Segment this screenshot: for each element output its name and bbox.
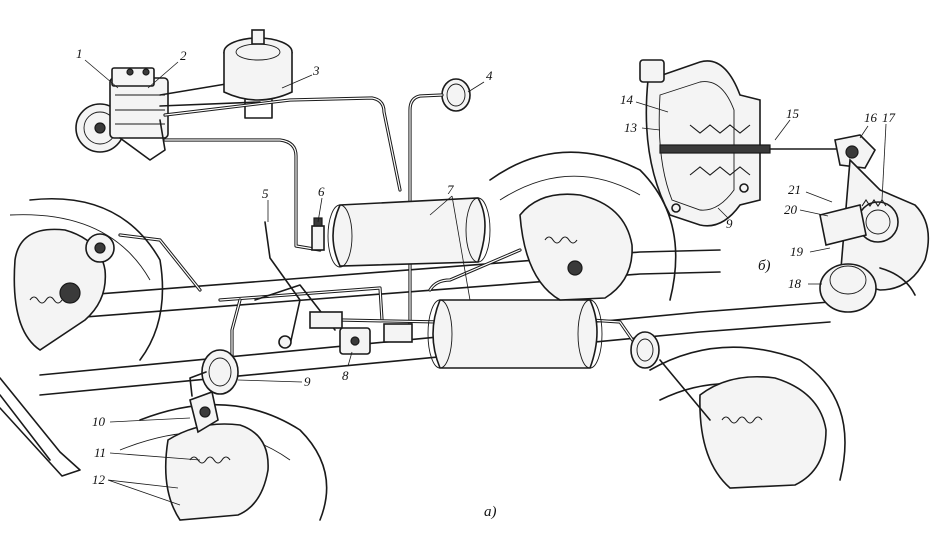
- pressure-gauge: [441, 78, 471, 112]
- callout-16: 16: [864, 110, 878, 125]
- callout-15: 15: [786, 106, 800, 121]
- brake-chamber-left: [189, 349, 239, 397]
- rear-wheel-left-top: [9, 198, 164, 361]
- brake-valve: [339, 323, 413, 355]
- callout-10: 10: [92, 414, 106, 429]
- callout-21: 21: [788, 182, 801, 197]
- callout-17: 17: [882, 110, 896, 125]
- reservoir-pump: [223, 29, 293, 119]
- brake-chamber-cutaway: [639, 59, 841, 227]
- chassis-frame: [0, 249, 831, 477]
- air-compressor: [75, 67, 169, 161]
- brake-chamber-right: [630, 331, 660, 369]
- caption-main-view: а): [484, 504, 497, 520]
- air-tank-lower: [427, 299, 603, 369]
- slack-adjuster-detail: [819, 134, 930, 313]
- wheel-right-top: [489, 151, 677, 301]
- callout-labels: 1 2 3 4 5 6 7 8 9 10 11 12 13 14 15 16 1…: [76, 46, 896, 487]
- callout-12: 12: [92, 472, 106, 487]
- callout-6: 6: [318, 184, 325, 199]
- callout-2: 2: [180, 48, 187, 63]
- callout-14: 14: [620, 92, 634, 107]
- callout-1: 1: [76, 46, 83, 61]
- callout-8: 8: [342, 368, 349, 383]
- safety-valve: [311, 217, 325, 251]
- callout-9-detail: 9: [726, 216, 733, 231]
- rear-wheel-left-bottom: [119, 390, 328, 521]
- callout-9: 9: [304, 374, 311, 389]
- callout-19: 19: [790, 244, 804, 259]
- brake-pedal-linkage: [254, 221, 343, 349]
- wheel-right-bottom: [649, 346, 846, 489]
- callout-3: 3: [312, 63, 320, 78]
- caption-detail-view: б): [758, 258, 771, 274]
- callout-20: 20: [784, 202, 798, 217]
- callout-13: 13: [624, 120, 638, 135]
- callout-18: 18: [788, 276, 802, 291]
- callout-11: 11: [94, 445, 106, 460]
- air-tank-upper: [327, 197, 491, 268]
- callout-5: 5: [262, 186, 269, 201]
- callout-7: 7: [447, 182, 454, 197]
- callout-4: 4: [486, 68, 493, 83]
- leader-lines: [84, 59, 887, 506]
